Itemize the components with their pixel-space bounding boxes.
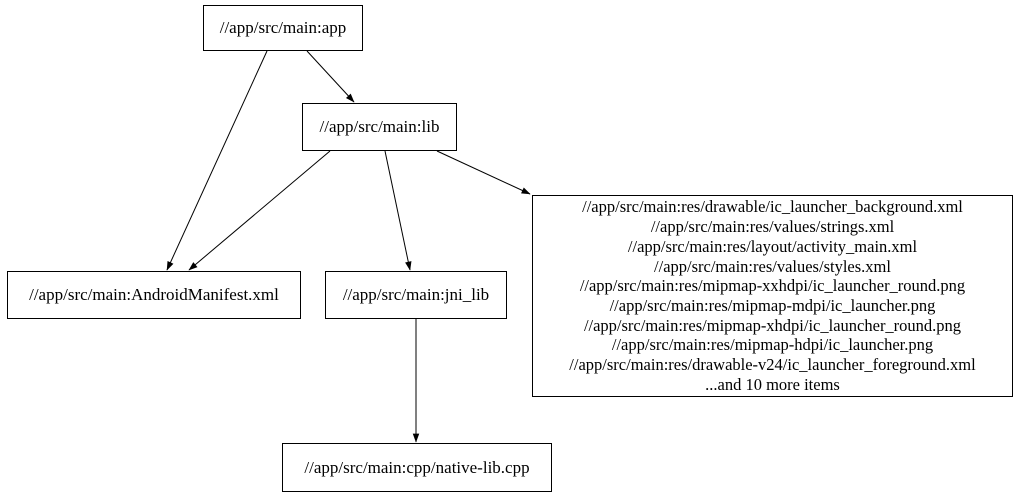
res-more-items-line: ...and 10 more items [705, 374, 840, 394]
res-file-line: //app/src/main:res/drawable-v24/ic_launc… [569, 355, 976, 375]
res-file-line: //app/src/main:res/mipmap-mdpi/ic_launch… [609, 296, 936, 315]
node-app: //app/src/main:app [203, 5, 363, 51]
res-file-line: //app/src/main:res/mipmap-xhdpi/ic_launc… [583, 315, 962, 335]
node-lib: //app/src/main:lib [302, 103, 457, 151]
edge-lib-to-android_manifest [188, 150, 331, 271]
res-file-line: //app/src/main:res/drawable/ic_launcher_… [582, 197, 963, 217]
node-android-manifest-label: //app/src/main:AndroidManifest.xml [29, 285, 279, 304]
edge-lib-to-jni_lib [384, 150, 412, 271]
res-file-line: //app/src/main:res/values/styles.xml [654, 256, 891, 276]
edge-app-to-lib [306, 50, 355, 103]
edge-lib-to-res_group [436, 150, 531, 195]
res-file-line: //app/src/main:res/values/strings.xml [650, 217, 895, 237]
node-android-manifest: //app/src/main:AndroidManifest.xml [7, 271, 301, 319]
node-cpp-native-lib-label: //app/src/main:cpp/native-lib.cpp [304, 457, 530, 477]
node-jni-lib: //app/src/main:jni_lib [325, 271, 507, 319]
node-cpp-native-lib: //app/src/main:cpp/native-lib.cpp [282, 443, 552, 492]
node-jni-lib-label: //app/src/main:jni_lib [342, 285, 490, 304]
node-res-files: //app/src/main:res/drawable/ic_launcher_… [532, 195, 1013, 397]
edge-app-to-android_manifest [166, 50, 268, 271]
res-file-line: //app/src/main:res/layout/activity_main.… [627, 236, 918, 256]
node-lib-label: //app/src/main:lib [319, 117, 440, 136]
node-app-label: //app/src/main:app [219, 18, 347, 37]
res-file-line: //app/src/main:res/mipmap-hdpi/ic_launch… [611, 335, 934, 355]
res-file-line: //app/src/main:res/mipmap-xxhdpi/ic_laun… [579, 276, 966, 296]
